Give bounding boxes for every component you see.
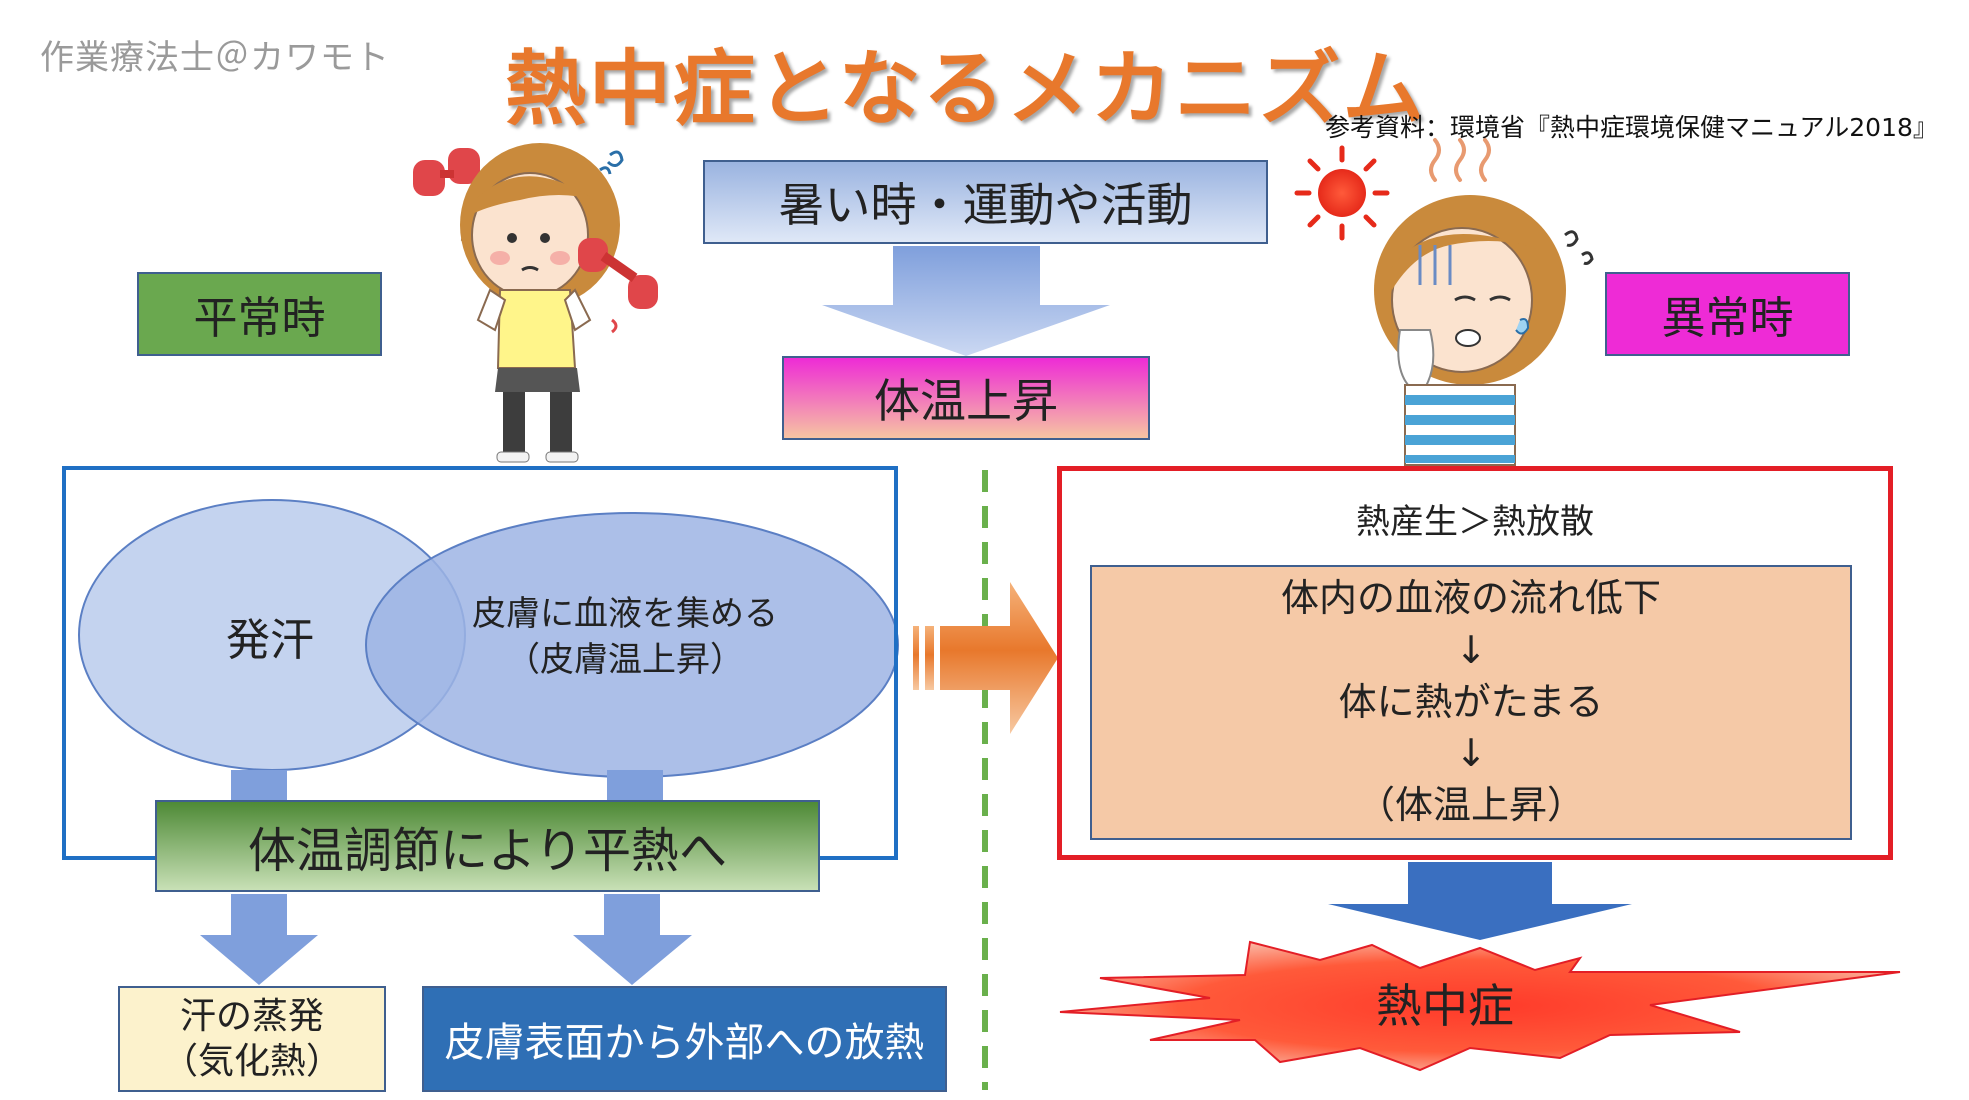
transition-arrow-right <box>913 582 1058 734</box>
process-arrow1: ↓ <box>1455 627 1487 672</box>
exercising-woman-illustration <box>413 143 658 463</box>
skin-connector <box>607 770 663 802</box>
arrow-to-heatstroke <box>1328 862 1632 940</box>
evaporation-box: 汗の蒸発 （気化熱） <box>118 986 386 1092</box>
abnormal-process-box: 体内の血液の流れ低下 ↓ 体に熱がたまる ↓ （体温上昇） <box>1090 565 1852 840</box>
regulation-bar: 体温調節により平熱へ <box>155 800 820 892</box>
evaporation-line1: 汗の蒸発 <box>179 996 324 1037</box>
heatstroke-label: 熱中症 <box>1376 979 1514 1033</box>
skin-blood-line1: 皮膚に血液を集める <box>472 594 778 634</box>
sick-woman-illustration <box>1374 195 1594 466</box>
reference-note: 参考資料：環境省『熱中症環境保健マニュアル2018』 <box>1325 113 1938 142</box>
flow-arrow-down <box>822 246 1110 356</box>
normal-state-label: 平常時 <box>137 272 382 356</box>
skin-blood-label: 皮膚に血液を集める （皮膚温上昇） <box>440 592 810 684</box>
dumbbell-icon <box>413 148 480 196</box>
evaporation-line2: （気化熱） <box>161 1041 342 1082</box>
heatstroke-burst <box>1059 940 1901 1072</box>
abnormal-state-label: 異常時 <box>1605 272 1850 356</box>
sweat-label: 発汗 <box>226 615 314 666</box>
process-line1: 体内の血液の流れ低下 <box>1280 576 1661 620</box>
arrow-to-evaporation <box>200 894 318 985</box>
skin-blood-line2: （皮膚温上昇） <box>506 639 744 680</box>
abnormal-panel-frame <box>1057 466 1893 860</box>
process-line2: 体に熱がたまる <box>1338 679 1604 724</box>
process-line3: （体温上昇） <box>1356 783 1585 828</box>
process-arrow2: ↓ <box>1455 731 1487 776</box>
sun-icon <box>1294 145 1390 241</box>
hot-activity-box: 暑い時・運動や活動 <box>703 160 1268 244</box>
author-credit: 作業療法士＠カワモト <box>40 38 390 78</box>
page-title: 熱中症となるメカニズム <box>505 42 1427 137</box>
radiation-box: 皮膚表面から外部への放熱 <box>422 986 947 1092</box>
heat-waves-icon <box>1429 138 1491 182</box>
sweat-connector <box>231 770 287 802</box>
arrow-to-radiation <box>573 894 692 985</box>
temperature-rise-box: 体温上昇 <box>782 356 1150 440</box>
heat-balance-heading: 熱産生＞熱放散 <box>1356 502 1594 542</box>
